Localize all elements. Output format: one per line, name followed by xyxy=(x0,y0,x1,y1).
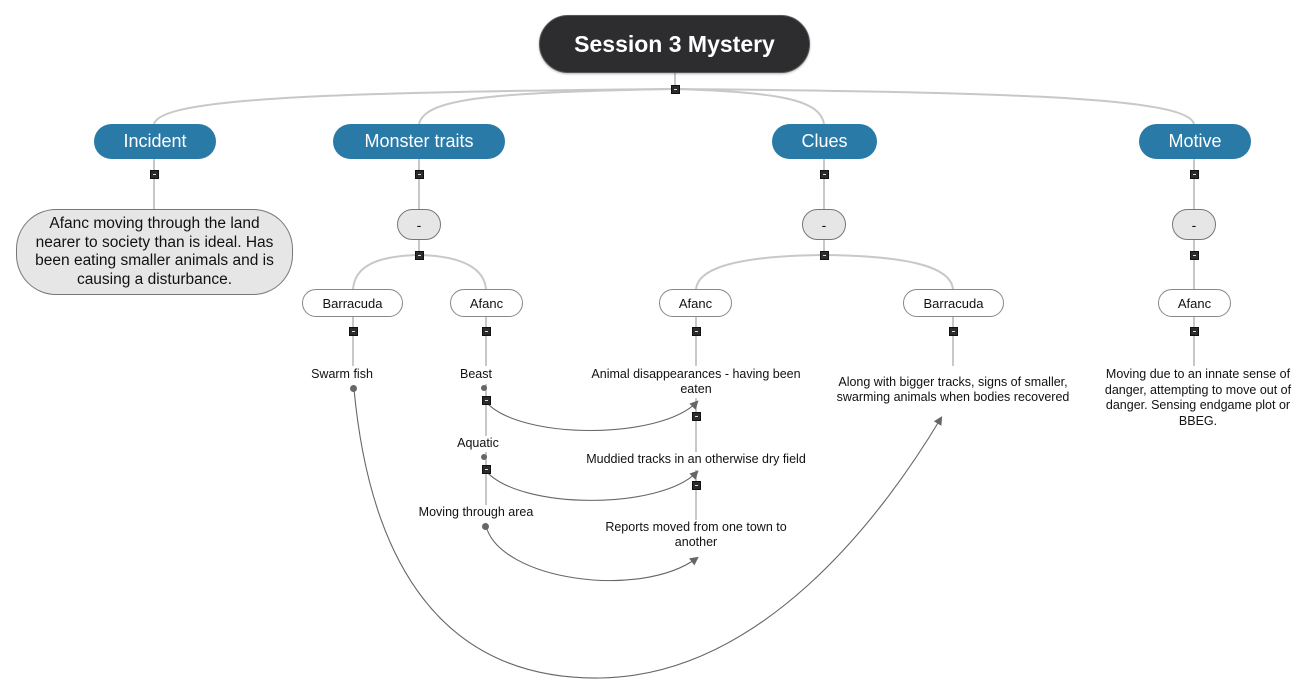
leaf-reports-moved[interactable]: Reports moved from one town to another xyxy=(586,519,806,551)
connector-monster-afanc xyxy=(418,254,487,291)
relationship-anchor-icon[interactable] xyxy=(481,385,487,391)
subtopic-monster-barracuda[interactable]: Barracuda xyxy=(302,289,403,317)
collapse-toggle-icon[interactable] xyxy=(671,85,680,94)
topic-motive-label: Motive xyxy=(1168,131,1222,151)
connector-clues-barracuda xyxy=(823,254,954,291)
leaf-aquatic[interactable]: Aquatic xyxy=(436,435,520,453)
topic-incident[interactable]: Incident xyxy=(94,124,216,159)
monster-traits-group[interactable]: - xyxy=(397,209,441,240)
subtopic-label: Afanc xyxy=(469,295,504,311)
collapse-toggle-icon[interactable] xyxy=(692,327,701,336)
topic-clues-label: Clues xyxy=(801,131,848,151)
topic-motive[interactable]: Motive xyxy=(1139,124,1251,159)
topic-incident-label: Incident xyxy=(123,131,187,151)
collapse-toggle-icon[interactable] xyxy=(349,327,358,336)
relationship-aquatic-to-muddied xyxy=(485,470,699,501)
topic-clues[interactable]: Clues xyxy=(772,124,877,159)
connector-root-clues xyxy=(674,88,825,125)
leaf-text: Reports moved from one town to another xyxy=(605,519,787,550)
connector-clues-afanc xyxy=(695,254,825,291)
leaf-text: Animal disappearances - having been eate… xyxy=(591,366,801,397)
leaf-moving-through-area[interactable]: Moving through area xyxy=(406,504,546,522)
relationship-anchor-icon[interactable] xyxy=(482,523,489,530)
collapse-toggle-icon[interactable] xyxy=(482,327,491,336)
collapse-toggle-icon[interactable] xyxy=(949,327,958,336)
relationship-moving-to-reports xyxy=(485,525,699,582)
leaf-swarming-signs[interactable]: Along with bigger tracks, signs of small… xyxy=(833,366,1073,414)
subtopic-label: Afanc xyxy=(678,295,713,311)
collapse-toggle-icon[interactable] xyxy=(415,170,424,179)
connector-root-incident xyxy=(153,88,676,125)
clues-group[interactable]: - xyxy=(802,209,846,240)
collapse-toggle-icon[interactable] xyxy=(415,251,424,260)
collapse-toggle-icon[interactable] xyxy=(820,170,829,179)
collapse-toggle-icon[interactable] xyxy=(482,465,491,474)
collapse-toggle-icon[interactable] xyxy=(482,396,491,405)
group-label: - xyxy=(416,216,422,233)
leaf-text: Swarm fish xyxy=(311,367,373,382)
subtopic-label: Barracuda xyxy=(923,295,984,311)
subtopic-clues-barracuda[interactable]: Barracuda xyxy=(903,289,1004,317)
leaf-text: Aquatic xyxy=(457,436,499,451)
collapse-toggle-icon[interactable] xyxy=(692,481,701,490)
collapse-toggle-icon[interactable] xyxy=(150,170,159,179)
leaf-swarm-fish[interactable]: Swarm fish xyxy=(292,366,392,384)
relationship-anchor-icon[interactable] xyxy=(350,385,357,392)
subtopic-motive-afanc[interactable]: Afanc xyxy=(1158,289,1231,317)
topic-monster-traits[interactable]: Monster traits xyxy=(333,124,505,159)
leaf-text: Moving through area xyxy=(418,505,534,520)
connector-monster-barracuda xyxy=(352,254,420,291)
leaf-text: Beast xyxy=(460,367,492,382)
collapse-toggle-icon[interactable] xyxy=(1190,327,1199,336)
collapse-toggle-icon[interactable] xyxy=(692,412,701,421)
collapse-toggle-icon[interactable] xyxy=(820,251,829,260)
group-label: - xyxy=(1191,216,1197,233)
relationship-anchor-icon[interactable] xyxy=(481,454,487,460)
group-label: - xyxy=(821,216,827,233)
leaf-animal-disappearances[interactable]: Animal disappearances - having been eate… xyxy=(576,366,816,398)
subtopic-label: Afanc xyxy=(1177,295,1212,311)
leaf-text: Moving due to an innate sense of danger,… xyxy=(1104,367,1292,428)
incident-detail[interactable]: Afanc moving through the land nearer to … xyxy=(16,209,293,295)
topic-monster-traits-label: Monster traits xyxy=(364,131,474,151)
leaf-text: Muddied tracks in an otherwise dry field xyxy=(586,452,806,467)
leaf-beast[interactable]: Beast xyxy=(436,366,516,384)
collapse-toggle-icon[interactable] xyxy=(1190,251,1199,260)
incident-detail-text: Afanc moving through the land nearer to … xyxy=(35,215,274,288)
collapse-toggle-icon[interactable] xyxy=(1190,170,1199,179)
connector-root-motive xyxy=(674,88,1195,125)
leaf-muddied-tracks[interactable]: Muddied tracks in an otherwise dry field xyxy=(566,451,826,469)
root-topic[interactable]: Session 3 Mystery xyxy=(539,15,810,73)
motive-group[interactable]: - xyxy=(1172,209,1216,240)
subtopic-monster-afanc[interactable]: Afanc xyxy=(450,289,523,317)
leaf-motive-detail[interactable]: Moving due to an innate sense of danger,… xyxy=(1091,366,1305,430)
subtopic-label: Barracuda xyxy=(322,295,383,311)
relationship-swarm-to-barracuda-clue xyxy=(353,388,943,679)
subtopic-clues-afanc[interactable]: Afanc xyxy=(659,289,732,317)
root-topic-label: Session 3 Mystery xyxy=(574,30,775,57)
relationship-beast-to-disappearances xyxy=(485,400,699,432)
connector-root-monster xyxy=(418,88,676,125)
leaf-text: Along with bigger tracks, signs of small… xyxy=(836,374,1070,405)
